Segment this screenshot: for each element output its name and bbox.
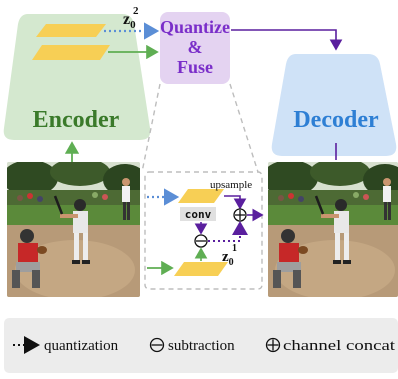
legend-box: [4, 318, 398, 373]
upsample-label: upsample: [210, 179, 252, 191]
residual-quantization-arrow: [208, 221, 248, 242]
zoom-line-right: [229, 83, 259, 173]
encoder-feature-plane-bottom: [32, 45, 110, 60]
inset-feature-plane-bottom: [174, 262, 228, 276]
fuse-to-decoder-arrow: [231, 29, 343, 51]
ampersand-label: &: [188, 37, 203, 57]
quantize-label: Quantize: [160, 17, 230, 37]
latent-bottom-label: z0: [222, 249, 234, 268]
legend-minus-circle-icon: [149, 337, 165, 353]
encoder-block: [3, 14, 151, 140]
inset-detail-box: [144, 171, 263, 290]
legend-quantization-label: quantization: [44, 338, 119, 354]
baseball-photo-output: [268, 162, 398, 297]
conv-box: [180, 207, 216, 221]
encoder-label: Encoder: [33, 107, 120, 133]
encoder-feature-plane-top: [36, 24, 106, 37]
legend-plus-circle-icon: [265, 337, 281, 353]
zoom-line-left: [141, 83, 161, 173]
conv-label: conv: [185, 208, 212, 221]
fuse-label: Fuse: [177, 57, 213, 77]
latent-top-sup: 2: [133, 5, 139, 17]
decoder-block: [271, 54, 397, 156]
legend-channel-concat-label: channel concat: [283, 338, 396, 354]
inset-feature-plane-top: [178, 189, 224, 203]
latent-bottom-sup: 1: [232, 243, 237, 254]
quantize-fuse-block: [160, 12, 230, 84]
baseball-photo-input: [7, 162, 140, 297]
latent-top-label: z0: [123, 11, 136, 31]
decoder-label: Decoder: [293, 107, 379, 133]
legend-subtraction-label: subtraction: [168, 338, 235, 354]
upsample-arrow: [224, 195, 247, 210]
